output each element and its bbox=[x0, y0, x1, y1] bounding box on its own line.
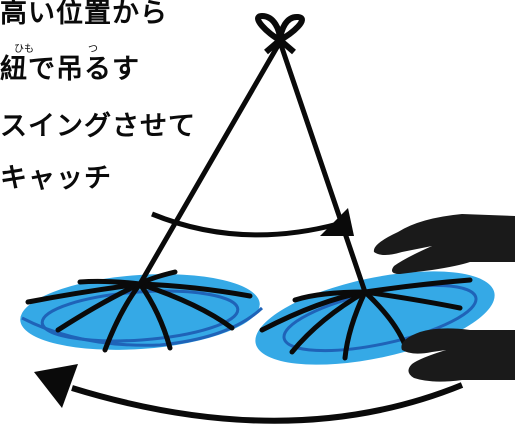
ruby-himo: ひも bbox=[14, 44, 34, 55]
string-tie-right bbox=[259, 277, 473, 361]
ruby-tsu: つ bbox=[88, 44, 98, 55]
return-arrow-icon bbox=[34, 364, 464, 424]
caption-line-2: 紐で吊るす bbox=[0, 54, 140, 85]
caption-line-3: スイングさせて bbox=[0, 111, 196, 142]
swing-arrow-icon bbox=[151, 208, 354, 238]
hand-top-icon bbox=[373, 214, 515, 274]
hanging-strings bbox=[137, 39, 368, 295]
caption-line-1: 高い位置から bbox=[0, 0, 168, 29]
hand-bottom-icon bbox=[401, 328, 515, 382]
bow-knot-icon bbox=[255, 13, 305, 55]
caption-line-4: キャッチ bbox=[0, 163, 112, 194]
instruction-caption: 高い位置から ひも つ 紐で吊るす スイングさせて キャッチ bbox=[0, 0, 240, 215]
